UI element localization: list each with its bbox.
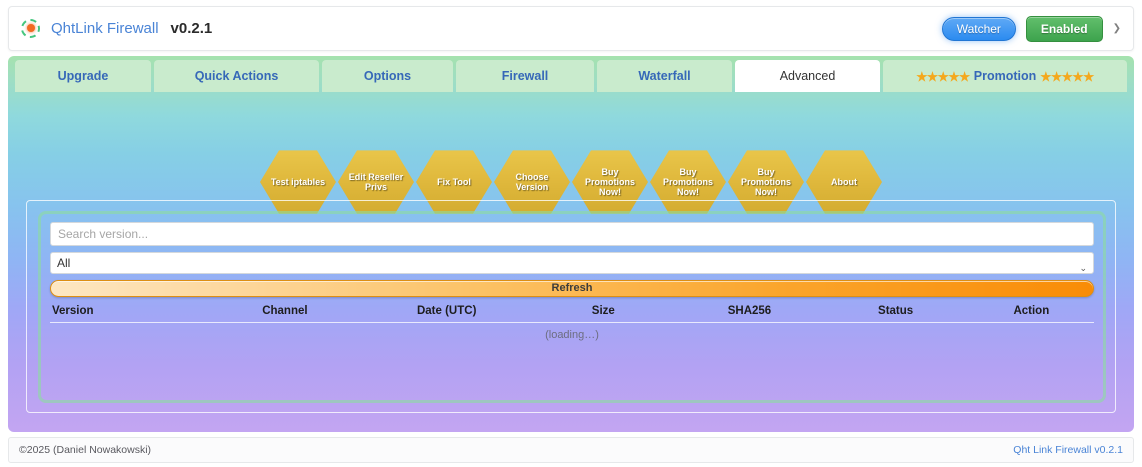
app-footer: ©2025 (Daniel Nowakowski) Qht Link Firew… <box>8 437 1134 463</box>
footer-product-link[interactable]: Qht Link Firewall v0.2.1 <box>1013 444 1123 456</box>
channel-filter-select[interactable]: All <box>50 252 1094 274</box>
tab-quick-actions[interactable]: Quick Actions <box>154 60 319 92</box>
tab-promotion[interactable]: ★★★★★ Promotion ★★★★★ <box>883 60 1127 92</box>
tab-firewall[interactable]: Firewall <box>456 60 594 92</box>
header-actions: Watcher Enabled ❯ <box>941 15 1123 42</box>
version-card: All ⌄ Refresh Version Channel Date (UTC)… <box>26 200 1116 413</box>
hex-label: Edit Reseller Privs <box>348 171 404 192</box>
th-sha256: SHA256 <box>676 303 823 323</box>
brand-version: v0.2.1 <box>170 20 213 37</box>
brand: QhtLink Firewall v0.2.1 <box>19 17 212 41</box>
tab-advanced[interactable]: Advanced <box>735 60 880 92</box>
th-date: Date (UTC) <box>363 303 531 323</box>
th-size: Size <box>530 303 677 323</box>
target-dot-icon <box>19 17 43 41</box>
search-input[interactable] <box>50 222 1094 246</box>
stars-right-icon: ★★★★★ <box>1040 69 1094 84</box>
watcher-button[interactable]: Watcher <box>941 16 1016 41</box>
brand-name: QhtLink Firewall <box>51 20 159 37</box>
stars-left-icon: ★★★★★ <box>916 69 970 84</box>
hex-label: Test iptables <box>270 176 326 187</box>
versions-table-body: (loading…) <box>50 323 1094 348</box>
copyright-text: ©2025 (Daniel Nowakowski) <box>19 444 152 456</box>
tab-promotion-label: Promotion <box>973 69 1037 83</box>
table-header-row: Version Channel Date (UTC) Size SHA256 S… <box>50 303 1094 323</box>
hex-label: Fix Tool <box>437 176 471 187</box>
refresh-button[interactable]: Refresh <box>50 280 1094 297</box>
hex-label: Buy Promotions Now! <box>662 166 713 198</box>
chevron-right-icon[interactable]: ❯ <box>1112 22 1121 34</box>
hex-label: About <box>831 176 857 187</box>
hex-label: Buy Promotions Now! <box>740 166 791 198</box>
loading-message: (loading…) <box>545 329 599 341</box>
tab-waterfall[interactable]: Waterfall <box>597 60 732 92</box>
versions-table: Version Channel Date (UTC) Size SHA256 S… <box>50 303 1094 347</box>
hex-label: Choose Version <box>515 171 549 192</box>
app-header: QhtLink Firewall v0.2.1 Watcher Enabled … <box>8 6 1134 51</box>
th-status: Status <box>822 303 969 323</box>
version-card-inner: All ⌄ Refresh Version Channel Date (UTC)… <box>38 211 1106 403</box>
tab-options[interactable]: Options <box>322 60 453 92</box>
table-empty-row: (loading…) <box>50 323 1094 348</box>
tab-upgrade[interactable]: Upgrade <box>15 60 151 92</box>
tab-bar: Upgrade Quick Actions Options Firewall W… <box>15 60 1127 92</box>
enabled-toggle-button[interactable]: Enabled <box>1025 15 1103 42</box>
th-version: Version <box>50 303 207 323</box>
versions-table-head: Version Channel Date (UTC) Size SHA256 S… <box>50 303 1094 323</box>
th-channel: Channel <box>206 303 364 323</box>
hex-label: Buy Promotions Now! <box>584 166 635 198</box>
main-panel: Upgrade Quick Actions Options Firewall W… <box>8 56 1134 432</box>
filter-select-wrap: All ⌄ <box>50 252 1094 274</box>
th-action: Action <box>968 303 1094 323</box>
